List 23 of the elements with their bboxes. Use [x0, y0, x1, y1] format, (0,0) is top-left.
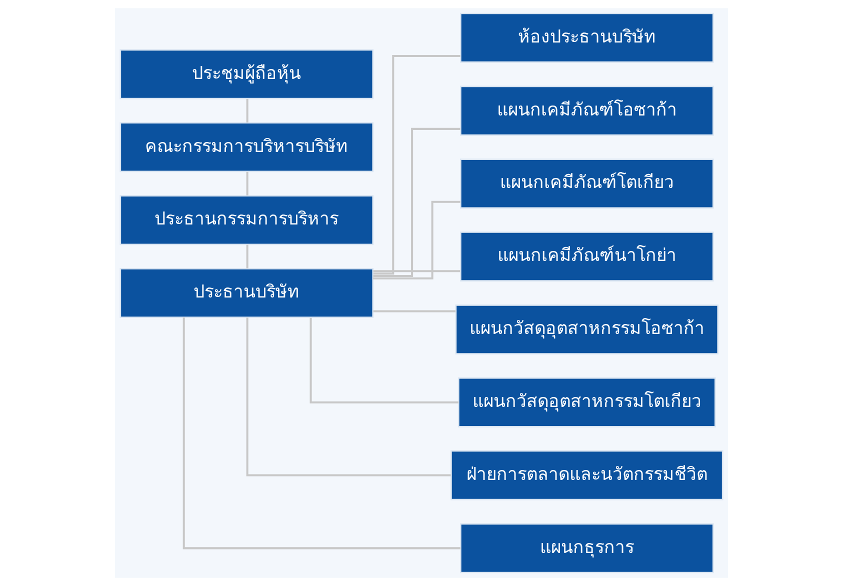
connector	[246, 98, 248, 123]
node-box: แผนกเคมีภัณฑ์โอซาก้า	[459, 86, 714, 136]
connector	[372, 55, 460, 275]
node-box: ประชุมผู้ถือหุ้น	[119, 49, 374, 100]
connector	[246, 318, 450, 476]
node-box: ประธานบริษัท	[119, 268, 374, 318]
node-box: ห้องประธานบริษัท	[459, 12, 714, 63]
connector	[372, 270, 460, 272]
connector	[309, 318, 458, 404]
node-box: แผนกวัสดุอุตสาหกรรมโอซาก้า	[454, 304, 718, 354]
node-box: ประธานกรรมการบริหาร	[119, 195, 374, 246]
connector	[182, 317, 460, 550]
node-box: ฝ่ายการตลาดและนวัตกรรมชีวิต	[450, 450, 723, 500]
connector	[372, 128, 460, 277]
node-box: แผนกธุรการ	[459, 523, 714, 574]
connector	[372, 200, 460, 280]
node-box: แผนกวัสดุอุตสาหกรรมโตเกียว	[457, 377, 716, 428]
connector	[246, 244, 248, 268]
node-box: คณะกรรมการบริหารบริษัท	[119, 122, 374, 172]
connector	[372, 310, 456, 312]
node-box: แผนกเคมีภัณฑ์นาโกย่า	[459, 232, 714, 282]
node-box: แผนกเคมีภัณฑ์โตเกียว	[459, 158, 714, 209]
connector	[246, 172, 248, 196]
